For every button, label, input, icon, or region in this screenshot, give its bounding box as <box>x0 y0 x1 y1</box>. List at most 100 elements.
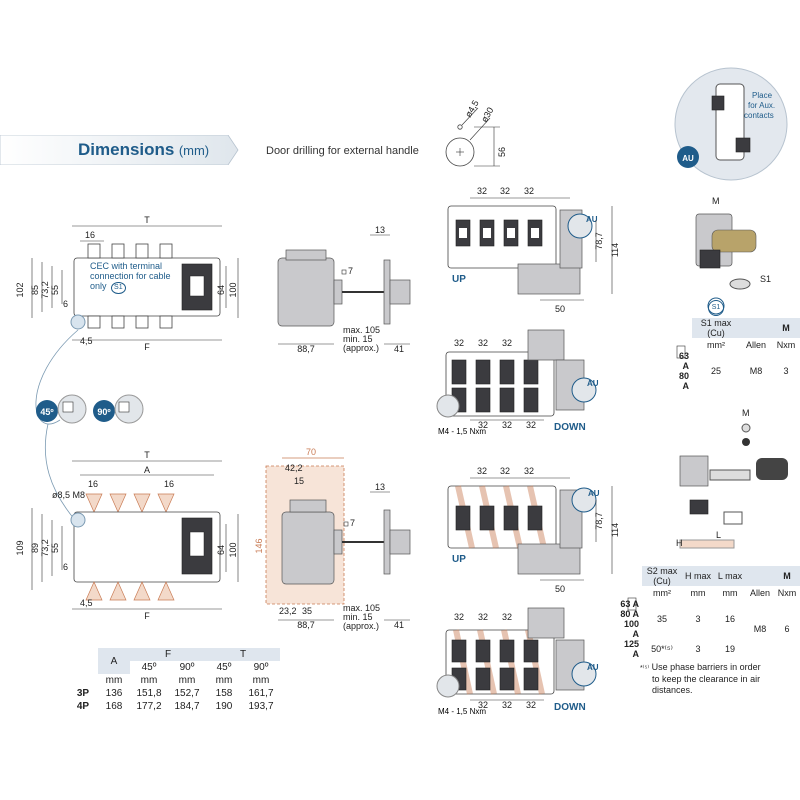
top1-h3-label: 55 <box>50 285 60 295</box>
up2-32a: 32 <box>477 466 487 476</box>
s1-rating-1: 80 A <box>679 371 690 391</box>
dt-head-f: F <box>130 648 206 661</box>
down1-b32b: 32 <box>502 420 512 430</box>
down2-b32b: 32 <box>502 700 512 710</box>
s1-val-1: M8 <box>749 366 763 376</box>
side1-7-label: 7 <box>348 266 353 276</box>
s2-r0-v0: 35 <box>656 614 667 624</box>
footnote-line-0: Use phase barriers in order <box>651 662 761 672</box>
top1-t-label: T <box>144 215 150 225</box>
top2-h0-label: 109 <box>15 540 25 555</box>
top2-h1-label: 89 <box>30 543 40 553</box>
s2-unit-2: mm <box>722 587 738 598</box>
side1-approx-2: (approx.) <box>343 343 379 353</box>
term2-h: H <box>676 538 683 548</box>
terminal-s1-figure: M S1 <box>695 196 771 315</box>
angle-90-label: 90º <box>97 407 111 417</box>
up1-787: 78,7 <box>594 232 604 250</box>
side1-41-label: 41 <box>394 344 404 354</box>
side2-13-label: 13 <box>375 482 385 492</box>
dt-h2-0: 45º <box>141 662 157 673</box>
top1-64-label: 64 <box>216 285 226 295</box>
dt-r1-v3: 190 <box>215 701 233 712</box>
switch-down-1: 32 32 32 AU M4 - 1,5 Nxm 32 32 32 DOWN <box>436 329 599 436</box>
up1-50: 50 <box>555 304 565 314</box>
side2-70-label: 70 <box>306 447 316 457</box>
top2-a-label: A <box>144 465 150 475</box>
term1-m: M <box>712 196 720 206</box>
top2-64-label: 64 <box>216 545 226 555</box>
cec-s1-badge: S1 <box>111 282 126 294</box>
switch-up-2: 32 32 32 AU 78,7 114 UP 50 <box>447 466 620 594</box>
cec-note-text: CEC with terminal connection for cable o… <box>90 261 171 291</box>
s1-table: S1 max (Cu) M mm² Allen Nxm 63 A 80 A 25… <box>676 318 800 391</box>
s2-r1-v0: 50*⁽⁵⁾ <box>651 643 673 654</box>
page-title: Dimensions <box>78 140 175 159</box>
top1-6-label: 6 <box>63 299 68 309</box>
s2-rating-0: 63 A <box>620 599 639 609</box>
s2-table: S2 max (Cu) H max L max M mm² mm mm Alle… <box>614 566 800 659</box>
s2-r1-v1: 3 <box>695 644 701 654</box>
side2-7-label: 7 <box>350 518 355 528</box>
dt-unit-3: mm <box>215 675 233 686</box>
up1-up-label: UP <box>452 274 466 285</box>
down1-b32c: 32 <box>526 420 536 430</box>
up2-au: AU <box>588 489 600 498</box>
switch-down-2: 32 32 32 AU M4 - 1,5 Nxm 32 32 32 DOWN <box>436 607 599 716</box>
s2-unit-1: mm <box>690 587 706 598</box>
down2-32c: 32 <box>502 612 512 622</box>
s2-rating-icon <box>627 597 637 611</box>
down2-au: AU <box>587 663 599 672</box>
term2-l: L <box>716 530 721 540</box>
table-row: 3P 136 151,8 152,7 158 161,7 <box>68 687 280 700</box>
top2-100-label: 100 <box>228 542 238 557</box>
s1-val-0: 25 <box>711 366 722 376</box>
dimension-table: A F T 45º 90º 45º 90º mm mm mm mm mm 3P … <box>68 648 280 713</box>
side2-41-label: 41 <box>394 620 404 630</box>
top2-16b-label: 16 <box>164 479 174 489</box>
side2-146-label: 146 <box>254 538 264 553</box>
top2-h2-label: 73,2 <box>40 539 50 557</box>
page-title-unit: (mm) <box>178 143 210 158</box>
up2-787: 78,7 <box>594 512 604 530</box>
down1-32a: 32 <box>454 338 464 348</box>
top-view-1: T 16 102 85 73,2 55 64 100 F 6 4,5 <box>15 215 239 425</box>
s1-unit-1: Allen <box>745 339 766 350</box>
side2-35-label: 35 <box>302 606 312 616</box>
title-banner: Dimensions (mm) <box>0 134 240 166</box>
dt-r1-v1: 177,2 <box>136 701 162 712</box>
aux-callout: Place for Aux. contacts AU <box>674 67 788 181</box>
top1-f-label: F <box>144 342 150 352</box>
side2-approx-1: min. 15 <box>343 612 373 622</box>
door-height-label: 56 <box>497 147 507 157</box>
door-hole-small-label: ø4,5 <box>463 98 481 119</box>
side1-13-label: 13 <box>375 225 385 235</box>
s1-unit-2: Nxm <box>776 339 796 350</box>
top2-hole-label: ø8,5 M8 <box>52 490 85 500</box>
door-hole-large-label: ø30 <box>479 106 495 124</box>
up2-50: 50 <box>555 584 565 594</box>
side2-887-label: 88,7 <box>297 620 315 630</box>
down1-torque: M4 - 1,5 Nxm <box>438 427 486 436</box>
s1-col-2: M <box>771 318 800 338</box>
s2-unit-0: mm² <box>653 587 671 598</box>
down2-torque: M4 - 1,5 Nxm <box>438 707 486 716</box>
down2-b32a: 32 <box>478 700 488 710</box>
up1-114: 114 <box>610 243 620 257</box>
s2-rating-2: 100 A <box>623 619 639 639</box>
title-banner-shape <box>0 134 239 166</box>
s2-allen: M8 <box>753 624 767 634</box>
dt-r1-v0: 168 <box>105 701 123 712</box>
s1-rating-0: 63 A <box>679 351 690 371</box>
s1-col-0: S1 max (Cu) <box>692 318 740 338</box>
s2-r1-v2: 19 <box>724 644 735 654</box>
down1-down-label: DOWN <box>554 422 586 433</box>
top1-45-label: 4,5 <box>80 336 93 346</box>
up1-32c: 32 <box>524 186 534 196</box>
angle-callouts: 45º 90º <box>36 394 144 521</box>
footnote-line-1: to keep the clearance in air <box>652 674 761 684</box>
side2-422-label: 42,2 <box>285 463 303 473</box>
s2-col-3 <box>746 566 774 586</box>
dt-r1-v2: 184,7 <box>174 701 200 712</box>
